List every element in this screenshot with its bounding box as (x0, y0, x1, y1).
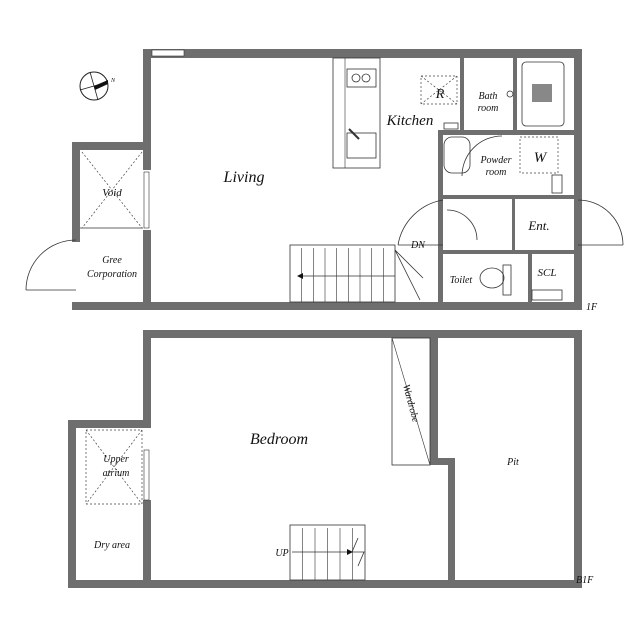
room-label-entrance: Ent. (527, 218, 549, 233)
room-label-gree-2: Corporation (87, 269, 137, 280)
room-label-powder: Powder (479, 155, 511, 166)
wall (143, 49, 151, 149)
room-label-toilet: Toilet (450, 275, 473, 286)
room-label-refrigerator: R (435, 87, 445, 102)
room-label-wardrobe: Wardrobe (400, 383, 421, 424)
toilet-icon (479, 267, 505, 289)
door[interactable] (461, 135, 503, 177)
room-label-atrium: Upper (103, 454, 129, 465)
wall (143, 150, 151, 170)
wall (72, 142, 80, 242)
floor-b1f: Bedroom Wardrobe Pit Upper atrium Dry ar… (68, 330, 594, 588)
wall (72, 142, 151, 150)
stairs-1f[interactable] (289, 244, 424, 303)
wall (574, 49, 582, 310)
stairs-b1f[interactable] (289, 524, 366, 581)
room-label-washer: W (534, 150, 548, 166)
wall (143, 49, 582, 58)
basin-icon (443, 136, 471, 174)
room-label-bedroom: Bedroom (250, 431, 308, 448)
room-label-bath-2: room (478, 103, 499, 114)
room-label-scl: SCL (538, 267, 557, 279)
floor-label-1f: 1F (586, 302, 598, 313)
sink-icon (346, 132, 377, 159)
room-label-living: Living (223, 169, 265, 186)
door[interactable] (446, 209, 478, 241)
room-label-dry-area: Dry area (93, 540, 130, 551)
floor-1f: Living Kitchen R Bath room Powder room W… (25, 49, 624, 313)
bathtub-icon (521, 61, 565, 127)
door[interactable] (397, 199, 444, 246)
room-label-gree: Gree (102, 255, 122, 266)
floor-label-b1f: B1F (576, 575, 594, 586)
wall (143, 230, 151, 310)
stove-icon (346, 68, 377, 88)
stairs-label-dn: DN (410, 240, 426, 251)
north-label: N (110, 78, 116, 84)
room-label-pit: Pit (506, 457, 519, 468)
compass-icon: N (79, 71, 116, 101)
room-label-kitchen: Kitchen (386, 113, 434, 129)
room-label-atrium-2: atrium (103, 468, 130, 479)
entrance-door[interactable] (577, 199, 624, 246)
room-label-bath: Bath (479, 91, 498, 102)
stairs-label-up: UP (275, 548, 288, 559)
door[interactable] (25, 239, 77, 291)
room-label-powder-2: room (486, 167, 507, 178)
wall (72, 302, 582, 310)
room-label-void: Void (102, 187, 122, 199)
